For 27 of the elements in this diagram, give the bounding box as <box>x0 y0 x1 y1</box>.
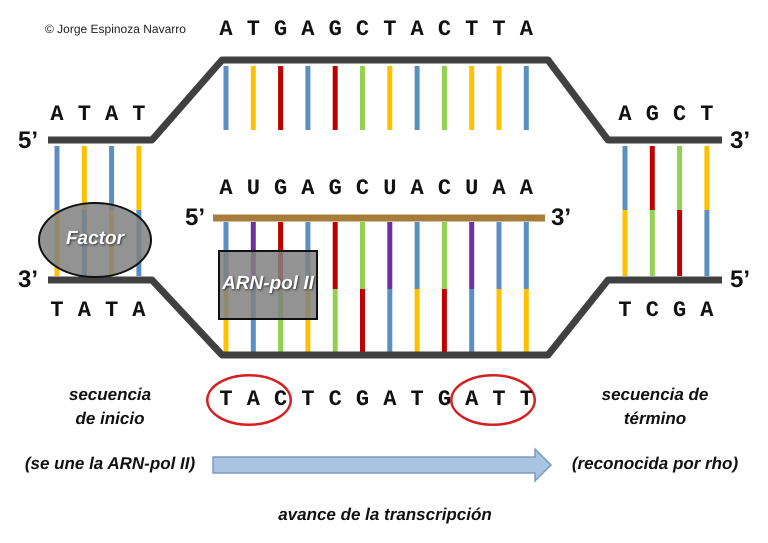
author-credit: © Jorge Espinoza Navarro <box>45 22 186 36</box>
caption-text: (reconocida por rho) <box>570 453 740 475</box>
base-sequence: A T A T <box>50 102 146 128</box>
base-sequence: A U G A G C U A C U A A <box>219 176 534 202</box>
factor-ellipse <box>38 202 152 278</box>
node-label: ARN-pol II <box>220 273 316 295</box>
base-sequence: A T G A G C T A C T T A <box>219 17 534 43</box>
caption-text: secuencia de inicio <box>68 384 152 430</box>
base-sequence: T C G A <box>618 298 714 324</box>
caption-text: avance de la transcripción <box>277 504 493 526</box>
base-sequence: T A C <box>219 387 288 413</box>
strand-end-label: 3’ <box>18 266 38 294</box>
base-sequence: T A T A <box>50 298 146 324</box>
base-sequence: A T T <box>465 387 534 413</box>
base-sequence: A G C T <box>618 102 714 128</box>
strand-end-label: 3’ <box>730 127 750 155</box>
node-label: Factor <box>64 228 126 250</box>
caption-text: secuencia de término <box>600 384 710 430</box>
strand-end-label: 5’ <box>185 204 206 232</box>
strand-end-label: 3’ <box>551 204 572 232</box>
highlight-ellipse <box>450 374 536 426</box>
strand-end-label: 5’ <box>18 127 38 155</box>
strand-end-label: 5’ <box>730 266 750 294</box>
base-sequence: T C G A T G <box>301 387 452 413</box>
caption-text: (se une la ARN-pol II) <box>24 453 196 475</box>
polymerase-box <box>218 250 318 320</box>
highlight-ellipse <box>206 374 292 426</box>
